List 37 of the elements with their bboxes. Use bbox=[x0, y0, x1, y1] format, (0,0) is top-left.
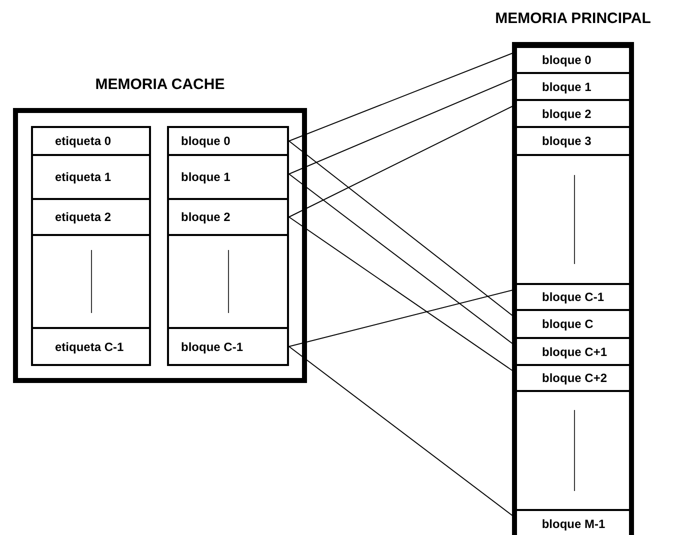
cell-label: bloque 0 bbox=[542, 53, 592, 67]
memory-cell bbox=[31, 154, 151, 200]
cell-label: etiqueta 2 bbox=[55, 210, 112, 224]
connector-line bbox=[288, 174, 514, 344]
memory-cell bbox=[31, 198, 151, 236]
cell-label: bloque 2 bbox=[542, 106, 592, 120]
connector-line bbox=[288, 216, 514, 372]
cell-label: bloque 3 bbox=[542, 134, 592, 148]
cell-label: bloque C bbox=[542, 317, 594, 331]
connector-line bbox=[288, 52, 514, 142]
cell-label: bloque C-1 bbox=[542, 290, 604, 304]
empty-cell bbox=[167, 234, 289, 329]
memory-heading: MEMORIA CACHE bbox=[95, 76, 225, 93]
memory-cell bbox=[167, 126, 289, 156]
cell-label: etiqueta C-1 bbox=[55, 340, 124, 354]
cell-label: bloque C+2 bbox=[542, 371, 608, 385]
cell-label: bloque 0 bbox=[181, 134, 230, 148]
memory-cell bbox=[31, 126, 151, 156]
cell-label: etiqueta 1 bbox=[55, 170, 112, 184]
memory-cell bbox=[167, 198, 289, 236]
memory-heading: MEMORIA PRINCIPAL bbox=[495, 10, 651, 27]
cell-label: bloque C+1 bbox=[542, 344, 608, 358]
memory-cell bbox=[167, 154, 289, 200]
cell-label: bloque 1 bbox=[181, 170, 230, 184]
memory-cell bbox=[167, 327, 289, 366]
cell-label: bloque 2 bbox=[181, 210, 230, 224]
cell-label: bloque M-1 bbox=[542, 517, 606, 531]
cell-label: bloque C-1 bbox=[181, 340, 243, 354]
empty-cell bbox=[31, 234, 151, 329]
cell-label: etiqueta 0 bbox=[55, 134, 112, 148]
cell-label: bloque 1 bbox=[542, 80, 592, 94]
connector-line bbox=[288, 290, 514, 347]
connector-line bbox=[288, 106, 514, 218]
connector-line bbox=[288, 78, 514, 174]
memory-cell bbox=[31, 327, 151, 366]
connector-line bbox=[288, 346, 514, 516]
connector-line bbox=[288, 140, 514, 316]
